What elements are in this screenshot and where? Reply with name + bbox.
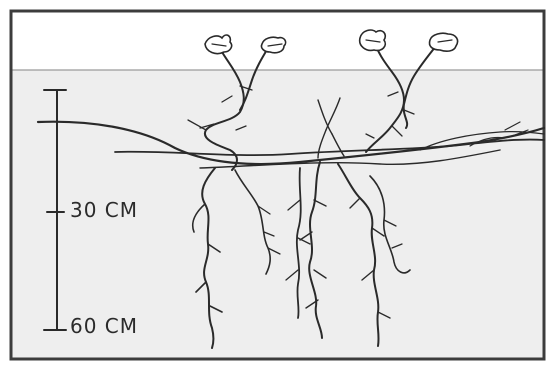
- depth-label-60cm: 60 CM: [70, 316, 138, 336]
- depth-label-30cm: 30 CM: [70, 200, 138, 220]
